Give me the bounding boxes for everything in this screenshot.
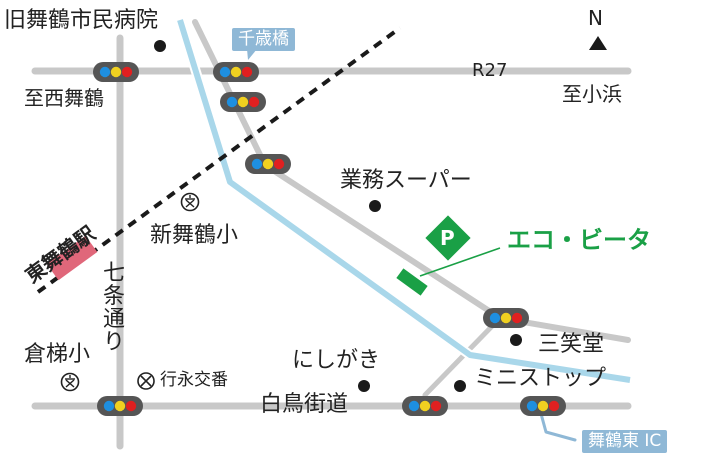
parking-letter: P [440, 226, 455, 250]
road-ic-link [538, 408, 577, 442]
label-gyomu-super: 業務スーパー [340, 168, 472, 193]
label-nishigaki: にしがき [292, 348, 381, 373]
label-old-hospital: 旧舞鶴市民病院 [4, 8, 159, 33]
signal-icon [97, 396, 143, 416]
label-shichijo-dori: 七条通り [102, 261, 125, 356]
school-icon [180, 192, 200, 212]
signal-icon [483, 308, 529, 328]
label-to-obama: 至小浜 [562, 82, 622, 106]
dot-icon [358, 380, 370, 392]
label-gyoei-intersection: 行永交番 [160, 370, 228, 390]
north-label: N [588, 6, 603, 30]
dot-icon [510, 334, 522, 346]
label-senzai-bridge: 千歳橋 [232, 28, 295, 51]
signal-icon [93, 62, 139, 82]
bridge-tag-pointer [247, 49, 257, 60]
label-to-nishi-maizuru: 至西舞鶴 [24, 86, 104, 110]
signal-icon [220, 92, 266, 112]
landmark-dots [154, 40, 522, 392]
railway-line [36, 26, 402, 294]
signal-icon [520, 396, 566, 416]
station-marker [46, 235, 98, 281]
signal-icon [245, 154, 291, 174]
label-hakucho-kaido: 白鳥街道 [260, 392, 349, 417]
police-box-icon [137, 372, 155, 390]
dot-icon [454, 380, 466, 392]
eco-vita-pointer [419, 247, 501, 277]
dot-icon [154, 40, 166, 52]
label-eco-vita: エコ・ビータ [507, 226, 651, 254]
traffic-signals [93, 62, 566, 416]
school-icon [60, 372, 80, 392]
eco-vita-building-icon [396, 268, 428, 296]
signal-icon [402, 396, 448, 416]
label-ministop: ミニストップ [474, 366, 607, 391]
label-maizuru-higashi-ic: 舞鶴東 IC [582, 430, 668, 453]
label-kurahashi-elementary: 倉梯小 [24, 342, 91, 367]
north-arrow-icon [589, 36, 607, 50]
label-shin-maizuru-elementary: 新舞鶴小 [150, 223, 239, 248]
label-sanshodo: 三笑堂 [538, 332, 605, 357]
river-water [177, 19, 631, 383]
signal-icon [213, 62, 259, 82]
dot-icon [369, 200, 381, 212]
label-r27: R27 [472, 60, 508, 81]
